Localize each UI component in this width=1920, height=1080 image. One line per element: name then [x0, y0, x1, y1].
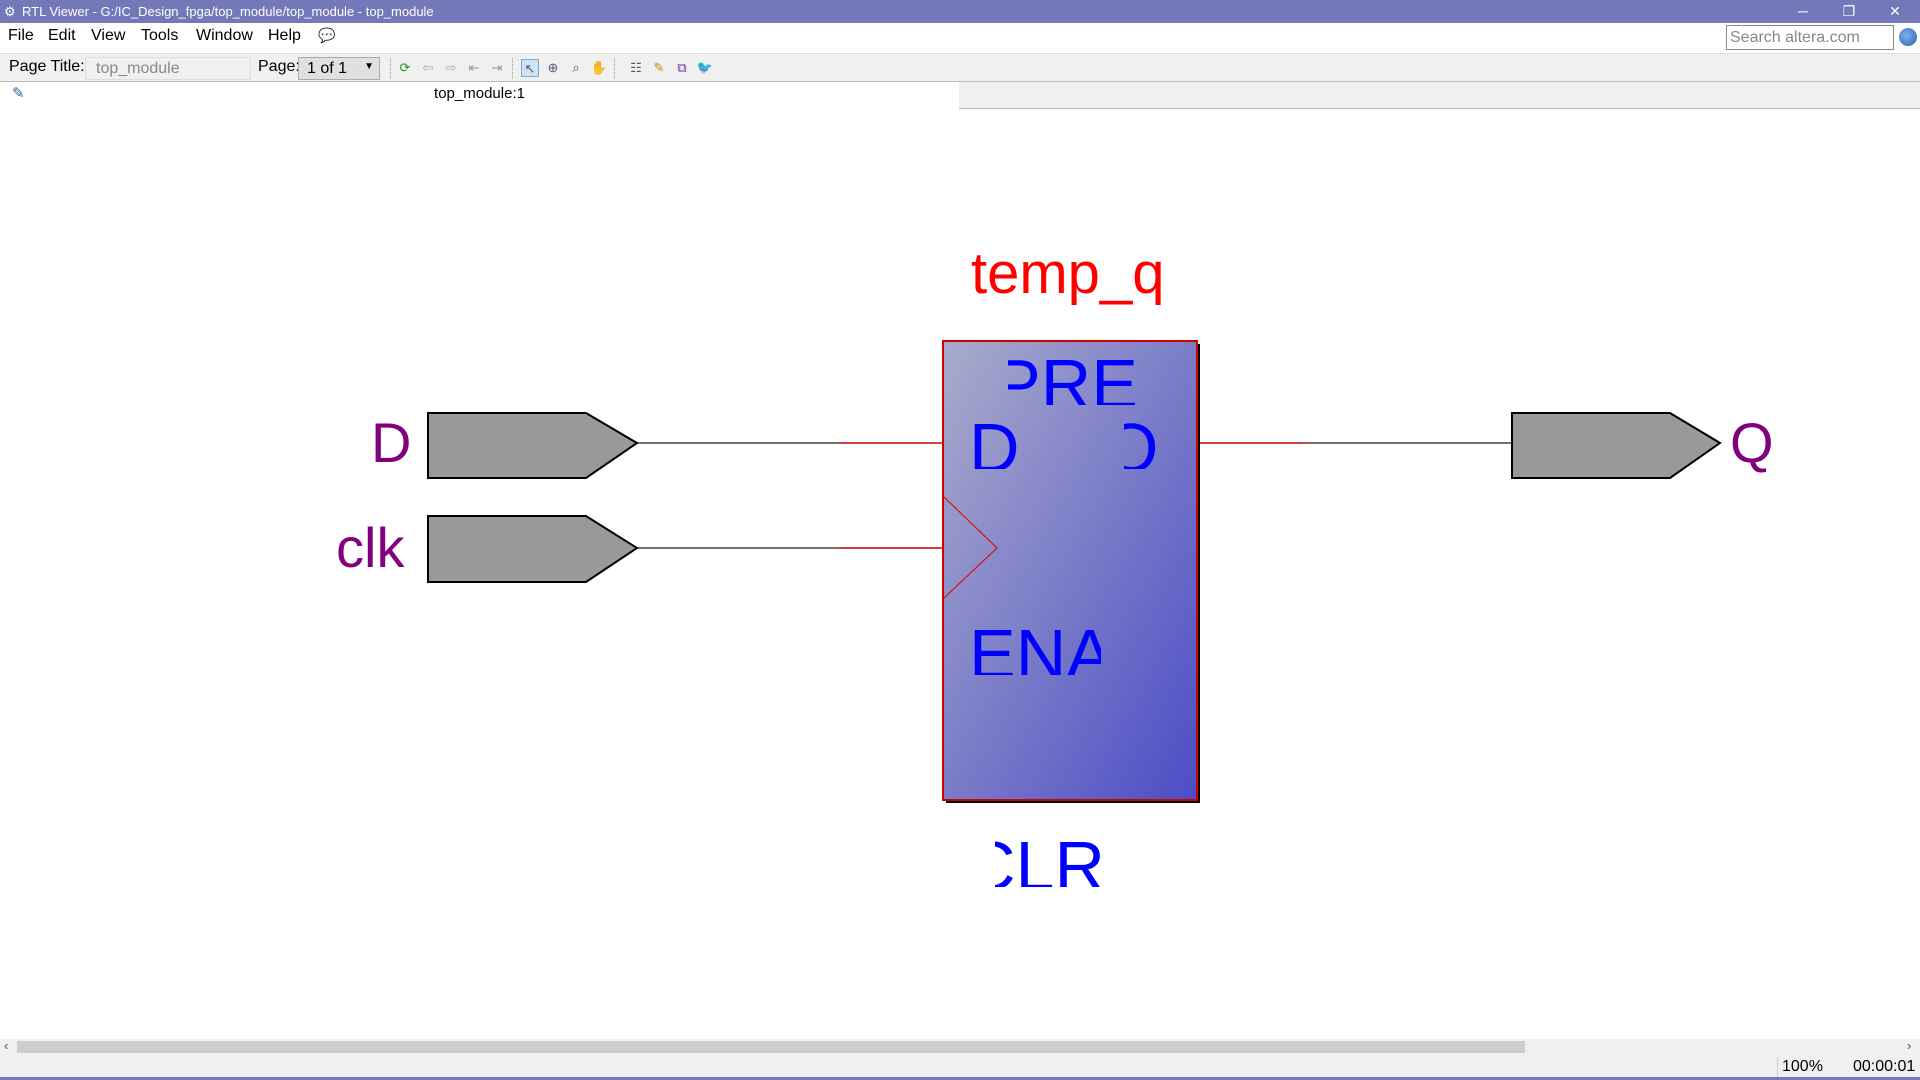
- hand-pan-icon[interactable]: ✋: [590, 60, 608, 75]
- page-select[interactable]: 1 of 1 ▼: [298, 57, 380, 80]
- title-bar: ⚙ RTL Viewer - G:/IC_Design_fpga/top_mod…: [0, 0, 1920, 23]
- pin-q: Q: [1124, 417, 1159, 469]
- tab-top-module[interactable]: ✎ top_module:1: [0, 82, 959, 109]
- chevron-down-icon: ▼: [364, 61, 374, 72]
- page-title-field[interactable]: top_module: [85, 57, 251, 80]
- page-label: Page:: [258, 58, 300, 75]
- page-value: 1 of 1: [307, 60, 348, 77]
- previous-page-icon[interactable]: ⇤: [468, 60, 480, 75]
- properties-icon[interactable]: ✎: [653, 60, 665, 75]
- refresh-icon[interactable]: ⟳: [399, 60, 411, 75]
- zoom-in-icon[interactable]: ⊕: [547, 60, 559, 75]
- pin-d: D: [971, 417, 1020, 469]
- app-icon: ⚙: [4, 4, 16, 19]
- menu-view[interactable]: View: [91, 27, 126, 44]
- port-label-d: D: [371, 411, 412, 474]
- elapsed-time: 00:00:01: [1853, 1058, 1916, 1075]
- menu-edit[interactable]: Edit: [48, 27, 76, 44]
- toolbar: Page Title: top_module Page: 1 of 1 ▼ ⟳ ⇦…: [0, 53, 1920, 82]
- zoom-fit-icon[interactable]: ⌕: [572, 60, 580, 75]
- select-pointer-icon[interactable]: ↖: [521, 59, 539, 77]
- pin-clr: CLR: [995, 835, 1106, 887]
- search-input[interactable]: Search altera.com: [1726, 25, 1894, 50]
- input-port-d[interactable]: [427, 412, 639, 479]
- hierarchy-icon[interactable]: ☷: [630, 60, 642, 75]
- menu-window[interactable]: Window: [196, 27, 253, 44]
- menu-tools[interactable]: Tools: [141, 27, 179, 44]
- schematic-canvas[interactable]: D clk Q temp_q PRE D Q ENA CLR: [0, 109, 1920, 1039]
- scrollbar-thumb[interactable]: [17, 1041, 1525, 1053]
- pin-pre: PRE: [1008, 353, 1138, 405]
- separator: [512, 58, 513, 79]
- restore-button[interactable]: ❐: [1842, 3, 1856, 19]
- separator: [390, 58, 391, 79]
- search-placeholder: Search altera.com: [1730, 29, 1860, 46]
- next-page-icon[interactable]: ⇥: [491, 60, 503, 75]
- horizontal-scrollbar[interactable]: ‹ ›: [0, 1038, 1920, 1055]
- page-title-label: Page Title:: [9, 58, 85, 75]
- forward-icon[interactable]: ⇨: [445, 60, 457, 75]
- scroll-right-icon[interactable]: ›: [1907, 1038, 1912, 1053]
- globe-icon[interactable]: [1899, 28, 1917, 46]
- schematic-svg: [427, 340, 1722, 803]
- netlist-bird-icon[interactable]: 🐦: [696, 60, 714, 75]
- input-port-clk[interactable]: [427, 515, 639, 583]
- separator: [1777, 1057, 1778, 1077]
- feedback-icon[interactable]: 💬: [318, 27, 336, 43]
- back-icon[interactable]: ⇦: [422, 60, 434, 75]
- export-icon[interactable]: ⧉: [677, 60, 687, 75]
- output-port-q[interactable]: [1511, 412, 1722, 479]
- minimize-button[interactable]: ─: [1798, 3, 1808, 19]
- register-name: temp_q: [971, 241, 1165, 306]
- register-temp-q[interactable]: [942, 340, 1198, 801]
- zoom-level: 100%: [1782, 1058, 1823, 1075]
- tab-bar: ✎ top_module:1: [0, 82, 1920, 109]
- tab-label: top_module:1: [434, 85, 525, 102]
- pin-ena: ENA: [971, 623, 1101, 675]
- window-title: RTL Viewer - G:/IC_Design_fpga/top_modul…: [22, 4, 434, 19]
- close-button[interactable]: ✕: [1889, 3, 1901, 19]
- clock-triangle-icon: [943, 496, 998, 599]
- menu-bar: File Edit View Tools Window Help 💬 Searc…: [0, 23, 1920, 53]
- status-bar: 100% 00:00:01: [0, 1055, 1920, 1080]
- menu-help[interactable]: Help: [268, 27, 301, 44]
- scroll-left-icon[interactable]: ‹: [4, 1038, 9, 1053]
- port-label-q: Q: [1730, 411, 1774, 474]
- menu-file[interactable]: File: [8, 27, 34, 44]
- pin-icon: ✎: [12, 85, 25, 102]
- separator: [614, 58, 615, 79]
- port-label-clk: clk: [336, 516, 405, 579]
